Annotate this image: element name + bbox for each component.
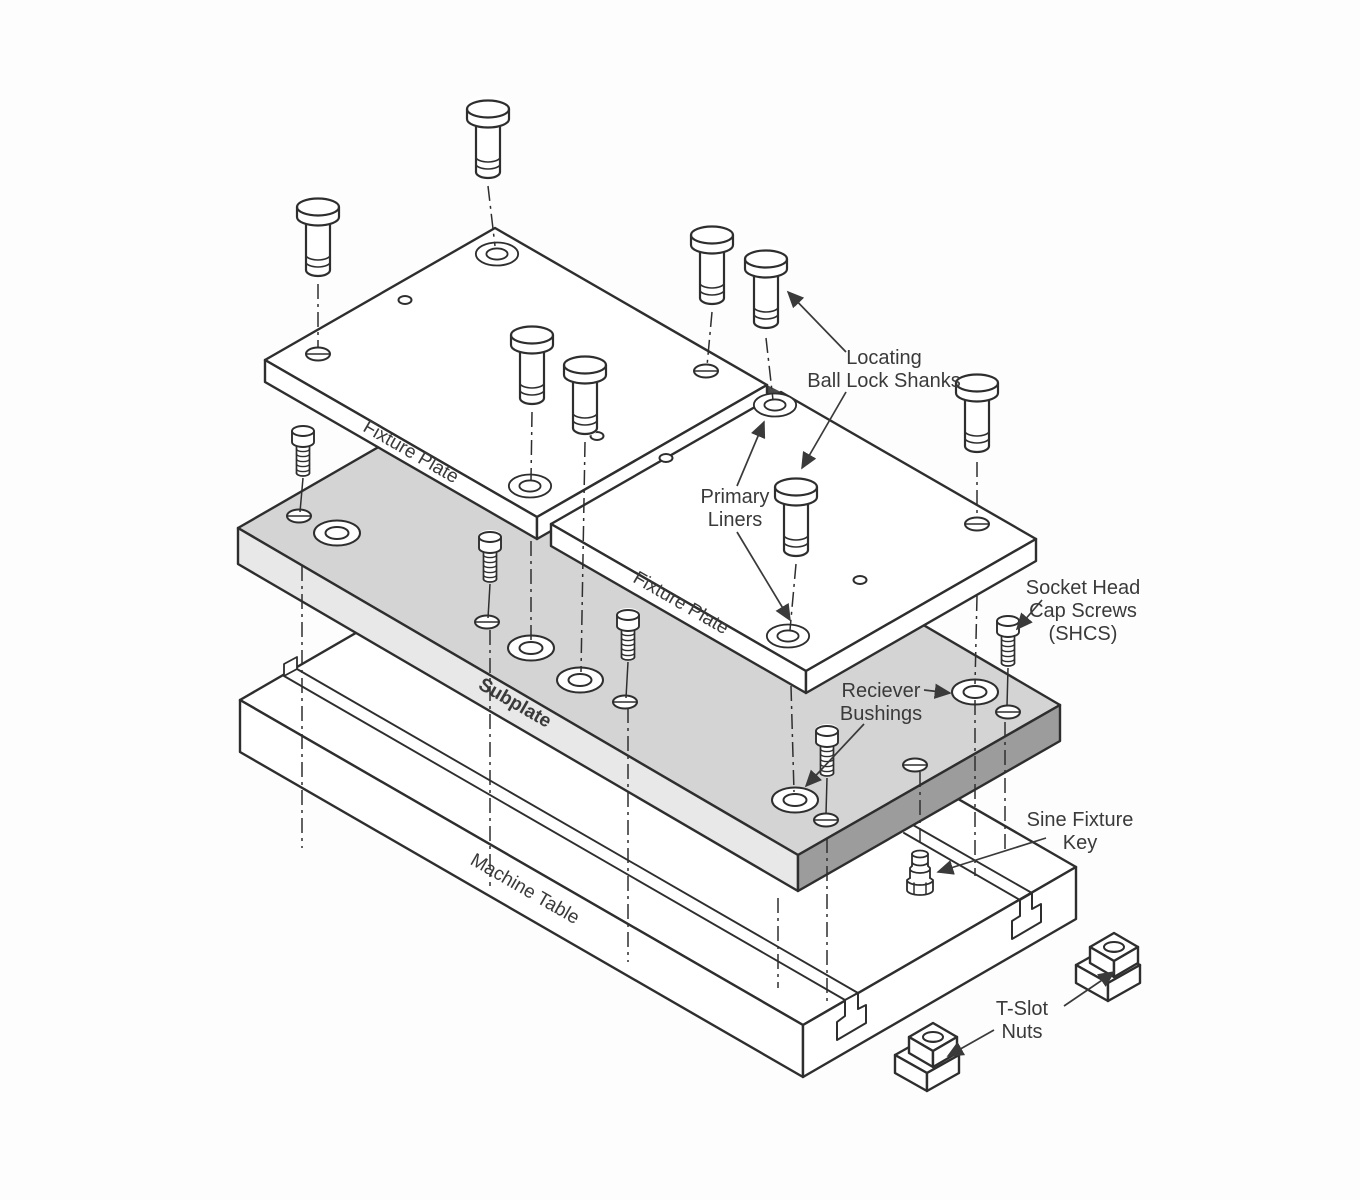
callout-labels: Locating Ball Lock Shanks Primary Liners… <box>701 347 1141 1043</box>
label-primary-line2: Liners <box>708 509 762 531</box>
fixture-plate-right-side-face <box>804 537 1038 695</box>
leader-locating-2 <box>801 391 847 470</box>
leader-primary-1 <box>736 420 766 487</box>
leader-receiver-2 <box>804 723 865 788</box>
subplate-screw-hole-5 <box>902 757 928 773</box>
label-tslot-line2: Nuts <box>1001 1021 1042 1043</box>
leader-receiver-1 <box>923 683 952 699</box>
subplate-screw-hole-3 <box>612 694 638 710</box>
ball-lock-shank-7 <box>954 368 1000 456</box>
leader-shcs <box>1015 599 1043 631</box>
subplate-screw-hole-6 <box>995 704 1021 720</box>
receiver-bushing-3 <box>556 666 604 694</box>
ball-lock-shank-2 <box>295 192 341 280</box>
primary-liner-2 <box>507 473 553 499</box>
subplate-right-face <box>796 703 1062 893</box>
subplate: Subplate <box>236 375 1062 893</box>
t-slot-nut-left <box>893 1021 961 1093</box>
label-tslot-line1: T-Slot <box>996 998 1049 1020</box>
leader-locating-1 <box>786 290 847 353</box>
shcs-screw-5 <box>996 613 1020 668</box>
sine-fixture-key <box>906 849 934 896</box>
shcs-screw-1 <box>291 423 315 478</box>
t-slot-notch-2 <box>1011 892 1042 940</box>
subplate-screw-hole-4 <box>813 812 839 828</box>
screw-axis-lines <box>299 477 1009 815</box>
leader-primary-2 <box>736 531 791 622</box>
leader-arrows <box>736 290 1116 1057</box>
label-sine-key-line2: Key <box>1063 832 1097 854</box>
label-locating-line1: Locating <box>846 347 922 369</box>
t-slot-groove-1 <box>283 668 859 1001</box>
axis-lines-upper <box>317 185 978 793</box>
ball-lock-shank-1 <box>465 94 511 182</box>
plate-hole-left-1 <box>305 346 331 362</box>
leader-tslot-left <box>946 1029 995 1057</box>
receiver-bushing-4 <box>771 786 819 814</box>
ball-lock-shank-3 <box>689 220 735 308</box>
receiver-bushing-1 <box>313 519 361 547</box>
t-slot-groove-2 <box>903 824 1033 901</box>
plate-hole-left-2 <box>693 363 719 379</box>
subplate-screw-hole-1 <box>286 508 312 524</box>
plate-pilot-hole-1 <box>397 295 413 305</box>
label-sine-key-line1: Sine Fixture <box>1027 809 1134 831</box>
label-shcs-line1: Socket Head <box>1026 577 1141 599</box>
ball-lock-shank-4 <box>743 244 789 332</box>
label-shcs-line2: Cap Screws <box>1029 600 1137 622</box>
primary-liner-4 <box>765 623 811 649</box>
label-shcs-line3: (SHCS) <box>1049 623 1118 645</box>
t-slot-notch-1 <box>836 992 867 1041</box>
label-receiver-line2: Bushings <box>840 703 922 725</box>
primary-liner-1 <box>474 241 520 267</box>
axis-lines-lower <box>301 566 1006 1002</box>
machine-table-right-face <box>801 865 1078 1079</box>
primary-liner-3 <box>752 392 798 418</box>
label-locating-line2: Ball Lock Shanks <box>807 370 960 392</box>
leader-tslot-right <box>1063 971 1116 1007</box>
leader-sine-key <box>936 837 1047 875</box>
plate-pilot-hole-4 <box>852 575 868 585</box>
plate-hole-right-1 <box>964 516 990 532</box>
label-receiver-line1: Reciever <box>842 680 921 702</box>
plate-pilot-hole-3 <box>658 453 674 463</box>
t-slot-groove-exit <box>283 656 298 677</box>
subplate-screw-hole-2 <box>474 614 500 630</box>
label-primary-line1: Primary <box>701 486 770 508</box>
